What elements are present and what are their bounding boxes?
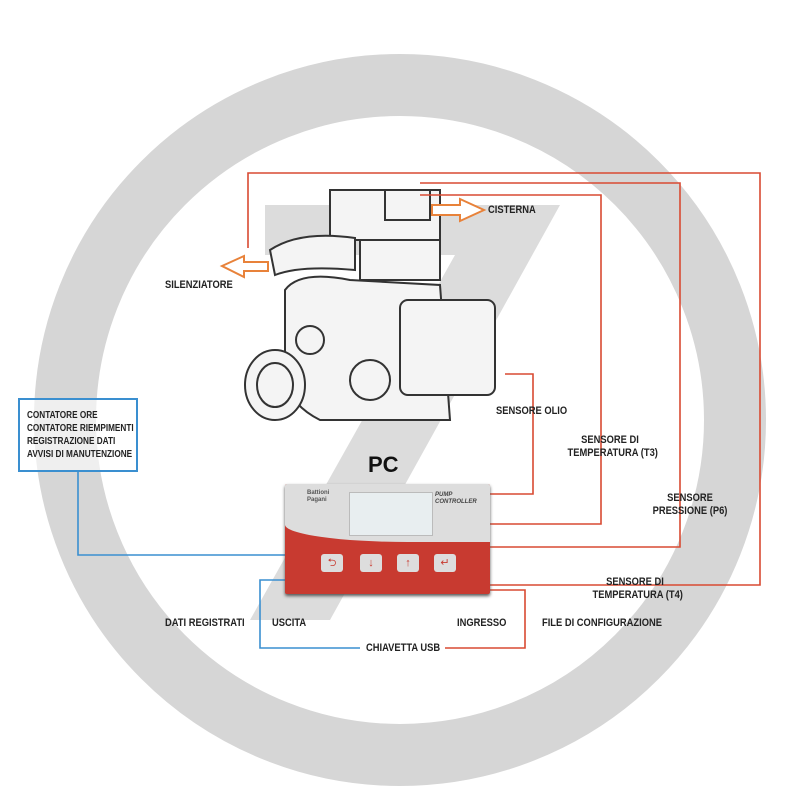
label-file-configurazione: FILE DI CONFIGURAZIONE (542, 617, 662, 629)
silenziatore-arrow-icon (219, 254, 269, 279)
label-uscita: USCITA (272, 617, 307, 629)
brand-line: Pagani (307, 497, 327, 503)
model-line: PUMP (435, 492, 453, 498)
feature-item: CONTATORE RIEMPIMENTI (27, 423, 134, 434)
label-line: SENSORE DI (581, 434, 639, 446)
feature-item: CONTATORE ORE (27, 410, 98, 421)
label-silenziatore: SILENZIATORE (165, 279, 233, 291)
pump-illustration (244, 189, 496, 421)
label-line: TEMPERATURA (T3) (567, 447, 658, 459)
reset-button[interactable]: ⮌ (321, 554, 343, 572)
label-line: PRESSIONE (P6) (652, 505, 728, 517)
label-line: TEMPERATURA (T4) (592, 589, 683, 601)
controller-screen (349, 492, 433, 536)
up-button[interactable]: ↑ (397, 554, 419, 572)
label-cisterna: CISTERNA (488, 204, 536, 216)
label-dati-registrati: DATI REGISTRATI (165, 617, 245, 629)
brand-line: Battioni (307, 490, 330, 496)
feature-item: REGISTRAZIONE DATI (27, 436, 116, 447)
sensor-lines (247, 172, 761, 649)
label-ingresso: INGRESSO (457, 617, 507, 629)
features-box: CONTATORE ORE CONTATORE RIEMPIMENTI REGI… (18, 398, 138, 472)
enter-button[interactable]: ↵ (434, 554, 456, 572)
feature-item: AVVISI DI MANUTENZIONE (27, 449, 133, 460)
label-chiavetta-usb: CHIAVETTA USB (366, 642, 441, 654)
label-line: SENSORE (667, 492, 713, 504)
cisterna-arrow-icon (431, 197, 487, 223)
data-lines (77, 470, 360, 649)
pc-title: PC (368, 452, 399, 477)
model-line: CONTROLLER (435, 499, 477, 505)
down-button[interactable]: ↓ (360, 554, 382, 572)
label-line: SENSORE DI (606, 576, 664, 588)
label-sensore-olio: SENSORE OLIO (496, 405, 568, 417)
